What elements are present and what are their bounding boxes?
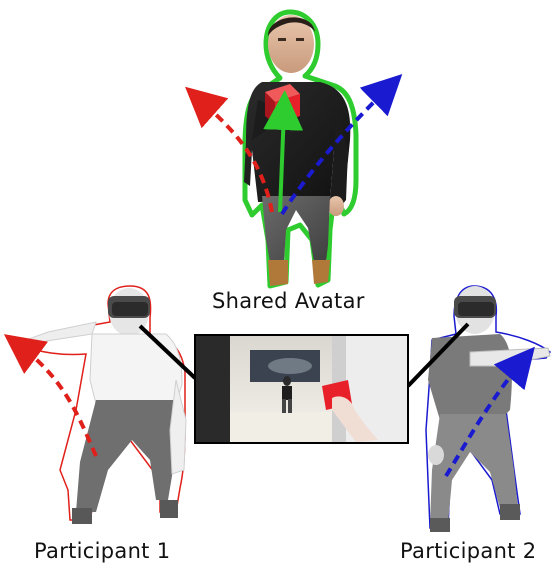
- headset-view-thumbnail: [195, 335, 408, 443]
- participant-1-label: Participant 1: [34, 539, 170, 563]
- vr-headset-icon: [112, 302, 148, 316]
- shared-avatar-label: Shared Avatar: [212, 289, 365, 313]
- participant-1-figure: [22, 286, 186, 524]
- shared-avatar-figure: [244, 12, 356, 286]
- participant-2-label: Participant 2: [400, 539, 536, 563]
